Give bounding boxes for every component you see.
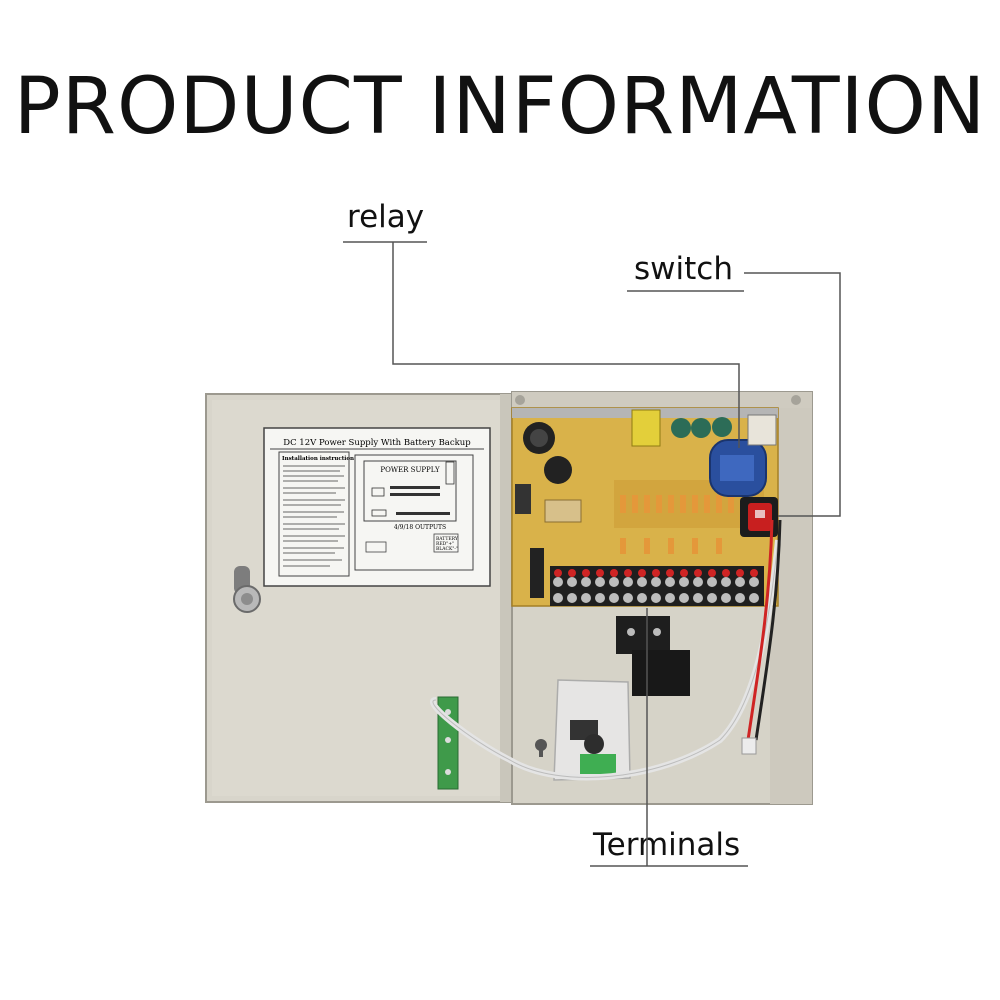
label-card-outputs-label: 4/9/18 OUTPUTS	[394, 524, 446, 531]
relay-component	[709, 414, 777, 497]
callout-terminals: Terminals	[593, 827, 741, 863]
accessory-bag	[553, 679, 631, 781]
callout-relay: relay	[347, 199, 425, 235]
callout-switch: switch	[634, 251, 733, 287]
leader-lines	[343, 241, 841, 867]
label-card-battery-line-3: BLACK"-"	[436, 546, 458, 552]
switch-component	[740, 497, 778, 537]
door-lock	[233, 566, 261, 613]
label-card-board-title: POWER SUPPLY	[380, 466, 440, 474]
instruction-text-lines	[283, 465, 345, 567]
cables	[430, 519, 782, 781]
terminal-block	[550, 566, 764, 606]
label-card: DC 12V Power Supply With Battery Backup …	[263, 427, 491, 587]
mounting-bracket	[616, 616, 690, 696]
output-terminal-diagram	[371, 461, 455, 517]
label-card-battery-line-1: BATTERY	[436, 536, 459, 542]
label-card-header: DC 12V Power Supply With Battery Backup	[283, 438, 471, 448]
page-title: PRODUCT INFORMATION	[13, 62, 987, 152]
label-card-instructions-title: Installation instruction:	[282, 456, 356, 462]
label-card-battery-line-2: RED"+"	[436, 541, 454, 547]
